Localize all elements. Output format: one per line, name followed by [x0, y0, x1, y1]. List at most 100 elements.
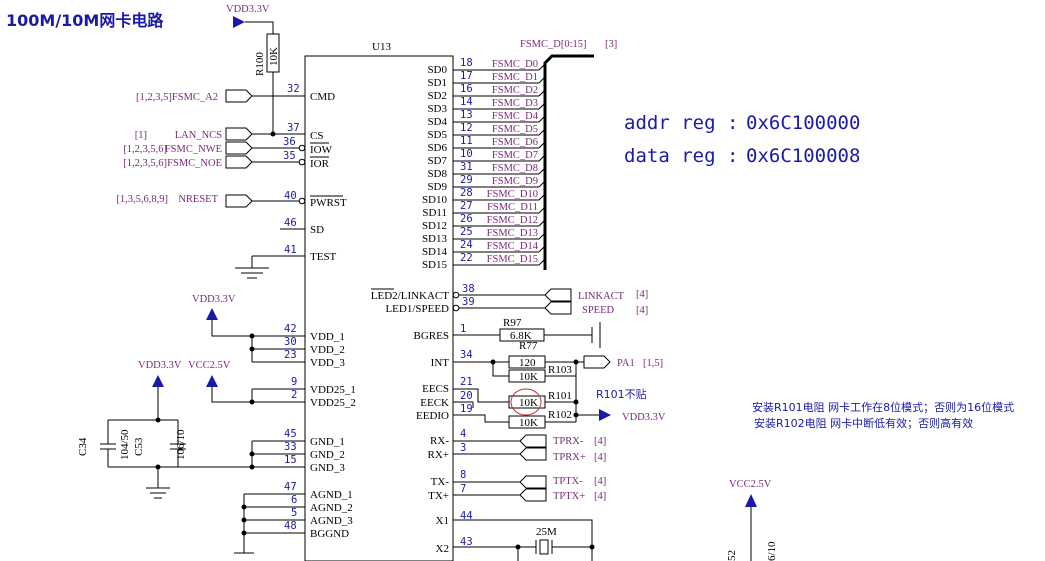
pin-num-iow: 36	[283, 136, 296, 148]
port-tprx-minus	[519, 434, 547, 448]
r101-value: 10K	[519, 397, 538, 409]
pin-vdd25-2: VDD25_2	[310, 397, 356, 409]
port-tptxm-label: TPTX-	[553, 476, 583, 487]
pin-vdd1: VDD_1	[310, 331, 345, 343]
net-fsmc-d14: FSMC_D14	[487, 241, 539, 252]
r103-ref: R103	[548, 364, 572, 376]
net-fsmc-d11: FSMC_D11	[487, 202, 538, 213]
pin-sd5: SD5	[427, 129, 447, 141]
rx-tx-ports: RX- RX+ 4 3 TPRX- [4] TPRX+ [4] TX- TX+ …	[428, 428, 607, 502]
pin-num-agnd1: 47	[284, 481, 297, 493]
pin-num-pwrst: 40	[284, 190, 297, 202]
pin-num-sd: 46	[284, 217, 297, 229]
pin-num-sd12: 26	[460, 213, 473, 225]
port-pa1	[583, 355, 611, 369]
pin-num-x1: 44	[460, 510, 473, 522]
port-nreset	[225, 194, 253, 208]
pin-sd10: SD10	[422, 194, 448, 206]
r101-body	[508, 395, 546, 409]
power-arrow-icon	[745, 494, 757, 507]
pin-cmd: CMD	[310, 91, 335, 103]
r77-ref: R77	[519, 340, 538, 352]
pin-num-sd3: 14	[460, 96, 473, 108]
pin-num-vdd25-2: 2	[291, 389, 297, 401]
pin-x1: X1	[436, 515, 449, 527]
pin-agnd3: AGND_3	[310, 515, 353, 527]
r101-note: R101不贴	[596, 387, 647, 401]
bus-ref: [3]	[605, 39, 617, 50]
pin-num-sd1: 17	[460, 70, 473, 82]
note-r101: 安装R101电阻 网卡工作在8位模式；否则为16位模式	[752, 400, 1014, 414]
port-nwe-prefix: [1,2,3,5,6]	[123, 144, 167, 155]
net-fsmc-d10: FSMC_D10	[487, 189, 538, 200]
port-tprxm-label: TPRX-	[553, 436, 584, 447]
pin-num-vdd1: 42	[284, 323, 297, 335]
data-reg-value: 0x6C100008	[746, 145, 860, 167]
net-fsmc-d15: FSMC_D15	[487, 254, 538, 265]
r100-ref: R100	[254, 52, 266, 76]
r102-ref: R102	[548, 409, 572, 421]
port-a2-label: [1,2,3,5]FSMC_A2	[136, 92, 218, 103]
bottom-right-value: 6/10	[766, 541, 778, 561]
pin-eedio: EEDIO	[416, 410, 449, 422]
led-outputs: LED2/LINKACT LED1/SPEED 38 39 LINKACT [4…	[371, 283, 648, 316]
pin-num-sd5: 12	[460, 122, 473, 134]
port-tprxp-label: TPRX+	[553, 452, 586, 463]
pin-num-vdd2: 30	[284, 336, 297, 348]
pin-num-agnd3: 5	[291, 507, 297, 519]
pin-vdd25-1: VDD25_1	[310, 384, 356, 396]
pin-num-gnd3: 15	[284, 454, 297, 466]
pin-sd3: SD3	[427, 103, 447, 115]
crystal-value: 25M	[536, 526, 557, 538]
port-fsmc-a2	[225, 89, 253, 103]
pin-vdd3: VDD_3	[310, 357, 345, 369]
pin-num-sd15: 22	[460, 252, 473, 264]
port-ncs-prefix: [1]	[135, 130, 147, 141]
c34-value: 104/50	[119, 429, 131, 460]
pin-num-txm: 8	[460, 469, 466, 481]
pin-sd7: SD7	[427, 155, 447, 167]
eeprom-config: EECS EECK EEDIO 21 20 19 10K R101 10K R1…	[416, 376, 666, 429]
port-tptxp-ref: [4]	[594, 491, 606, 502]
net-fsmc-d13: FSMC_D13	[487, 228, 538, 239]
pin-num-sd8: 31	[460, 161, 473, 173]
vdd-supply: VDD3.3V 42 30 23 VDD_1 VDD_2 VDD_3	[192, 294, 345, 369]
power-arrow-icon	[599, 409, 611, 421]
inversion-bubble	[452, 304, 460, 312]
agnd-group: 47 6 5 48 AGND_1 AGND_2 AGND_3 BGGND	[234, 481, 353, 554]
power-label-vcc-mid: VCC2.5V	[188, 360, 231, 371]
port-ncs-label: LAN_NCS	[175, 130, 222, 141]
bgres-r97: BGRES 1 R97 6.8K	[414, 317, 601, 348]
pin-sd2: SD2	[427, 90, 447, 102]
power-label-r102: VDD3.3V	[622, 412, 666, 423]
port-pa1-ref: [1,5]	[643, 358, 663, 369]
pin-num-ior: 35	[283, 150, 296, 162]
pin-sd8: SD8	[427, 168, 447, 180]
pin-num-sd7: 10	[460, 148, 473, 160]
port-tprxm-ref: [4]	[594, 436, 606, 447]
pin-num-bggnd: 48	[284, 520, 297, 532]
net-fsmc-d5: FSMC_D5	[492, 124, 538, 135]
port-noe-prefix: [1,2,3,5,6]	[123, 158, 167, 169]
port-lan-ncs	[225, 127, 253, 141]
net-fsmc-d4: FSMC_D4	[492, 111, 539, 122]
port-linkact	[544, 288, 572, 302]
power-arrow-icon	[206, 308, 218, 320]
pin-num-rxm: 4	[460, 428, 466, 440]
pin-cs: CS	[310, 130, 323, 142]
port-fsmc-noe	[225, 155, 253, 169]
r97-value: 6.8K	[510, 330, 532, 342]
port-tprxp-ref: [4]	[594, 452, 606, 463]
addr-reg-value: 0x6C100000	[746, 112, 860, 134]
pin-pwrst: PWRST	[310, 197, 347, 209]
pin-agnd1: AGND_1	[310, 489, 353, 501]
vdd25-supply: VCC2.5V 9 2 VDD25_1 VDD25_2	[188, 360, 356, 409]
r101-ref: R101	[548, 390, 572, 402]
pin-txm: TX-	[431, 476, 450, 488]
inversion-bubble	[298, 158, 306, 166]
pin-num-sd10: 28	[460, 187, 473, 199]
pin-test: TEST	[310, 251, 337, 263]
c53-ref: C53	[133, 437, 145, 456]
addr-reg-label: addr reg :	[624, 112, 738, 134]
port-speed	[544, 301, 572, 315]
